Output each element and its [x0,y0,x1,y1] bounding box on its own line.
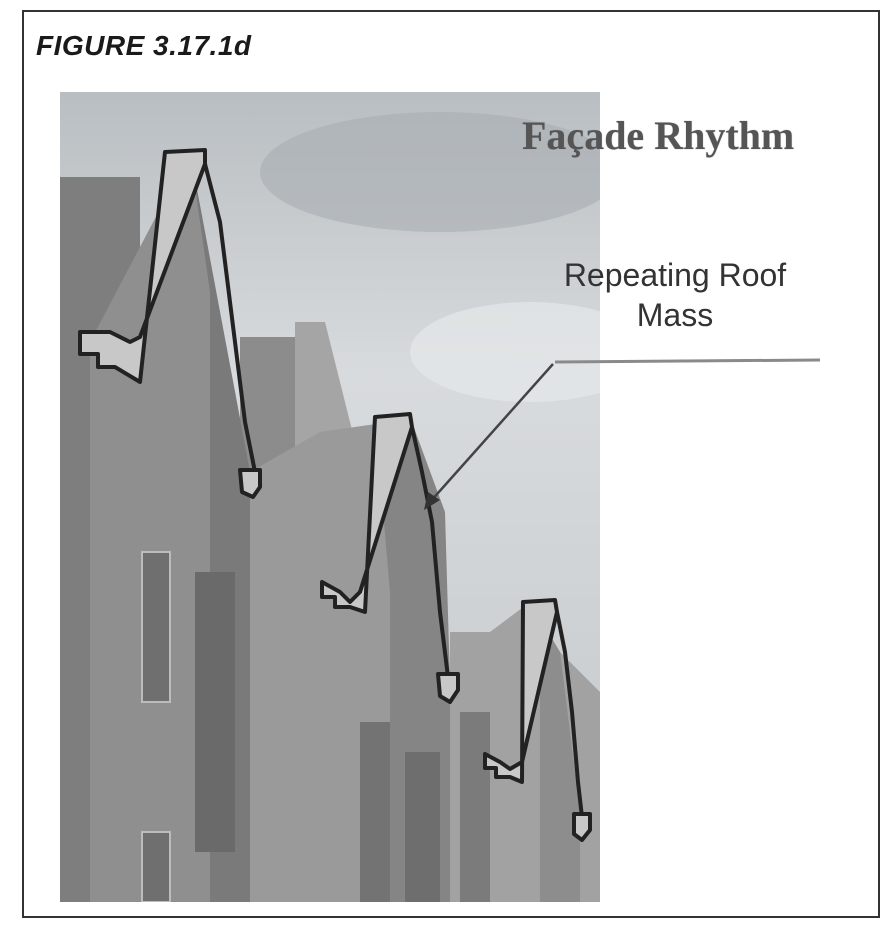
building-illustration [60,92,600,902]
window [360,722,390,902]
callout-line-1: Repeating Roof [563,257,787,293]
cloud [260,112,600,232]
roof-mass-1-edge [203,163,257,473]
callout-line-2: Mass [636,297,714,333]
window [141,551,171,703]
roof-mass-outlines [78,148,592,842]
callout-underline [554,358,821,364]
window [195,572,235,852]
leader-line [429,363,554,503]
diagram-title: Façade Rhythm [522,113,795,158]
roof-mass-2-edge [410,426,450,678]
window [405,752,440,902]
roof-mass-2-bracket [436,672,460,704]
building-photo [60,92,600,902]
figure-label: FIGURE 3.17.1d [36,30,252,61]
roof-mass-1-bracket [238,468,262,499]
roof-mass-3-bracket [572,812,592,842]
window [141,831,171,902]
cloud [410,302,600,402]
leader-arrow-icon [424,492,440,510]
window [460,712,490,902]
roof-mass-3-edge [555,611,584,818]
callout-label: Repeating Roof Mass [520,255,830,335]
